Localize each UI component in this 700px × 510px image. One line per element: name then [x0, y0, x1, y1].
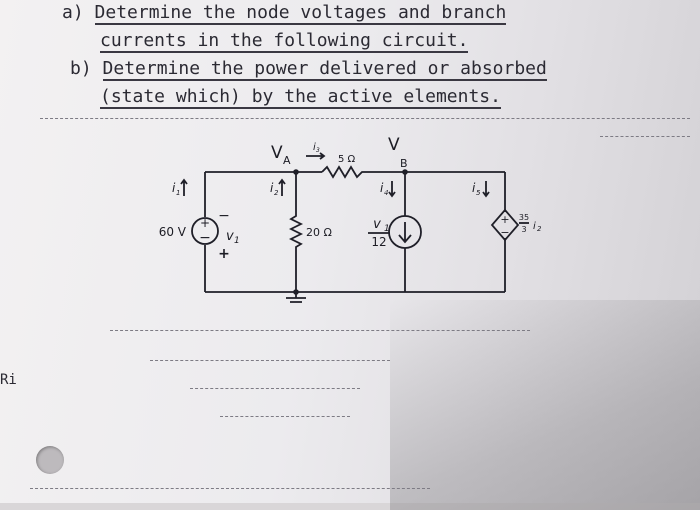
part-a-line1: a) Determine the node voltages and branc…	[62, 2, 507, 25]
resistor-5-label: 5 Ω	[338, 154, 356, 165]
node-a-label: V	[271, 143, 283, 163]
ruled-line	[600, 136, 690, 137]
dep-voltage-minus: −	[500, 226, 509, 239]
current-source-numerator: v	[373, 217, 381, 232]
i3-right-arrow-icon	[306, 152, 326, 160]
voltage-source-icon	[191, 217, 219, 245]
ruled-line	[220, 416, 350, 417]
i5-down-arrow-icon	[482, 181, 490, 198]
down-arrow-icon	[398, 222, 412, 244]
v1-label: v	[226, 229, 234, 244]
i4-down-arrow-icon	[388, 181, 396, 198]
dep-voltage-den: 3	[521, 225, 526, 234]
i3-label: i	[313, 142, 316, 153]
v1-sub: 1	[234, 236, 240, 246]
dependent-current-source-icon	[388, 215, 422, 249]
binder-hole	[36, 446, 64, 474]
v1-plus: +	[218, 246, 230, 262]
part-b-line1: b) Determine the power delivered or abso…	[70, 58, 547, 81]
part-a-text: Determine the node voltages and branch	[94, 2, 507, 25]
node-a-sub: A	[283, 154, 291, 167]
i2-sub: 2	[274, 189, 279, 197]
node-b-sub: B	[400, 157, 408, 170]
part-a-text-2: currents in the following circuit.	[100, 30, 469, 53]
resistor-20-label: 20 Ω	[306, 226, 332, 239]
dependent-voltage-source-icon	[490, 208, 520, 242]
voltage-source-label: 60 V	[159, 225, 187, 239]
part-a-line2: currents in the following circuit.	[100, 30, 469, 53]
i4-label: i	[380, 181, 384, 195]
i2-up-arrow-icon	[278, 178, 286, 196]
dep-voltage-var: i	[533, 221, 536, 232]
current-source-numerator-sub: 1	[384, 224, 390, 234]
i1-label: i	[172, 181, 176, 195]
ruled-line	[40, 118, 690, 119]
resistor-5-ohm	[321, 165, 372, 179]
i4-sub: 4	[384, 189, 388, 197]
page-shadow	[390, 300, 700, 510]
ruled-line	[30, 488, 430, 489]
node-b-dot	[402, 169, 408, 175]
resistor-20-ohm	[288, 172, 304, 292]
part-b-line2: (state which) by the active elements.	[100, 86, 501, 109]
node-b-label: V	[388, 135, 400, 155]
i1-sub: 1	[176, 189, 180, 197]
dep-voltage-var-sub: 2	[537, 225, 542, 233]
dep-voltage-plus: +	[500, 213, 509, 226]
i5-sub: 5	[476, 189, 481, 197]
part-b-letter: b)	[70, 58, 92, 79]
i2-label: i	[270, 181, 274, 195]
i1-up-arrow-icon	[180, 178, 188, 196]
ruled-line	[150, 360, 390, 361]
dep-voltage-num: 35	[519, 213, 529, 222]
ruled-line	[110, 330, 530, 331]
node-a-dot	[293, 169, 299, 175]
current-source-denominator: 12	[371, 235, 386, 249]
i3-sub: 3	[316, 147, 320, 154]
margin-mark: Ri	[0, 372, 17, 388]
part-a-letter: a)	[62, 2, 84, 23]
ruled-line	[190, 388, 360, 389]
voltage-source-plus: +	[200, 216, 210, 230]
part-b-text: Determine the power delivered or absorbe…	[102, 58, 547, 81]
ground-icon	[286, 292, 306, 303]
v1-minus: −	[218, 208, 230, 224]
voltage-source-minus: −	[199, 230, 211, 246]
part-b-text-2: (state which) by the active elements.	[100, 86, 501, 109]
i5-label: i	[472, 181, 476, 195]
